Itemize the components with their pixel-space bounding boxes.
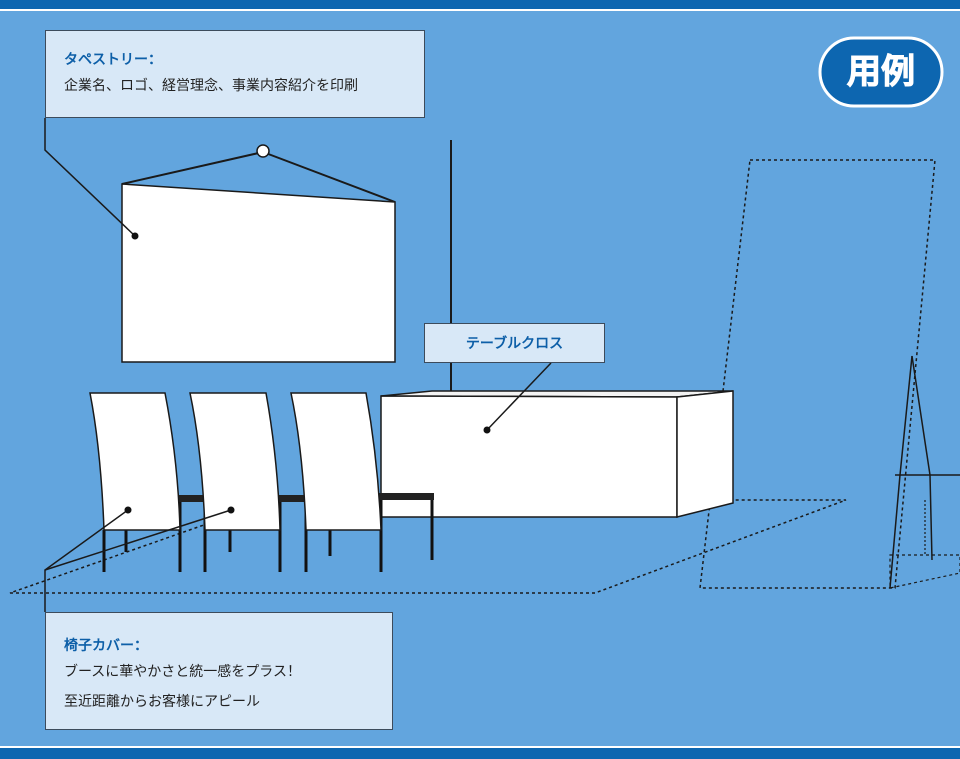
easel-sign — [889, 355, 960, 589]
example-badge: 用例 — [818, 36, 944, 108]
tablecloth-leader-dot — [483, 426, 491, 434]
tapestry-leader — [44, 118, 136, 237]
standing-banner-outline — [699, 159, 936, 589]
chair-cover-callout: 椅子カバー： ブースに華やかさと統一感をプラス！ 至近距離からお客様にアピール — [45, 612, 393, 730]
chair-cover-callout-title: 椅子カバー： — [64, 638, 148, 654]
chair-1 — [89, 392, 220, 572]
tapestry-callout-description: 企業名、ロゴ、経営理念、事業内容紹介を印刷 — [64, 78, 358, 94]
floor-outline — [9, 499, 847, 594]
tapestry-leader-dot — [131, 232, 139, 240]
chair-cover-callout-line1: ブースに華やかさと統一感をプラス！ — [64, 664, 302, 680]
tapestry-callout-title: タペストリー： — [64, 52, 162, 68]
chair-leader-dot-2 — [227, 506, 235, 514]
chair-leader-branch — [44, 509, 232, 571]
chair-cover-callout-line2: 至近距離からお客様にアピール — [64, 694, 260, 710]
chair-leader-dot-1 — [124, 506, 132, 514]
example-badge-label: 用例 — [847, 52, 915, 92]
tapestry-callout: タペストリー： 企業名、ロゴ、経営理念、事業内容紹介を印刷 — [45, 30, 425, 118]
hanging-hook — [256, 144, 270, 158]
tablecloth-callout: テーブルクロス — [424, 323, 605, 363]
tapestry — [121, 144, 396, 363]
tablecloth-leader — [486, 362, 552, 431]
tablecloth-callout-title: テーブルクロス — [465, 336, 564, 352]
table — [380, 390, 734, 518]
top-band — [0, 0, 960, 11]
chair-3 — [290, 392, 434, 572]
chair-2 — [189, 392, 320, 572]
bottom-band — [0, 746, 960, 759]
